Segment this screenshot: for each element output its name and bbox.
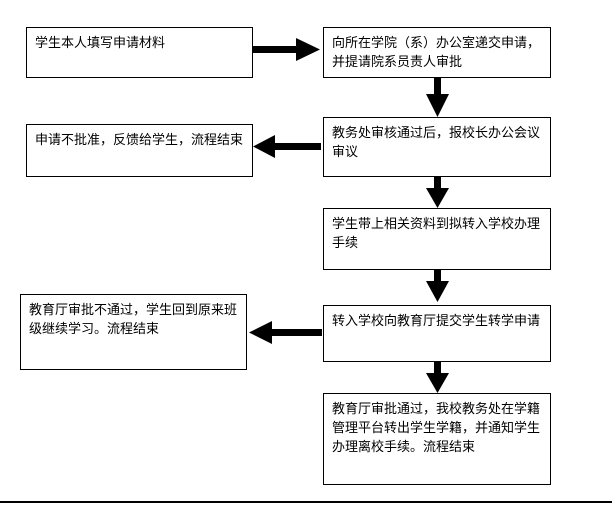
step-text: 转入学校向教育厅提交学生转学申请: [332, 314, 541, 329]
step-text: 教育厅审批不通过，学生回到原来班级继续学习。流程结束: [29, 303, 238, 337]
arrow-right-1: [253, 38, 320, 61]
step-academic-review: 教务处审核通过后，报校长办公会议审议: [323, 117, 551, 177]
step-text: 教务处审核通过后，报校长办公会议审议: [332, 126, 541, 160]
step-submit-dept: 向所在学院（系）办公室递交申请，并提请院系员责人审批: [323, 27, 551, 78]
step-edu-approved: 教育厅审批通过，我校教务处在学籍管理平台转出学生学籍，并通知学生办理离校手续。流…: [323, 393, 551, 485]
step-text: 向所在学院（系）办公室递交申请，并提请院系员责人审批: [332, 36, 541, 70]
step-rejected-feedback: 申请不批准，反馈给学生，流程结束: [26, 124, 253, 177]
step-transfer-school: 学生带上相关资料到拟转入学校办理手续: [323, 208, 551, 270]
step-student-fill: 学生本人填写申请材料: [26, 27, 253, 78]
step-text: 学生带上相关资料到拟转入学校办理手续: [332, 217, 541, 251]
arrow-down-4: [426, 362, 449, 393]
step-text: 学生本人填写申请材料: [35, 36, 166, 51]
arrow-down-1: [426, 78, 449, 117]
bottom-border-line: [0, 501, 612, 503]
step-edu-rejected: 教育厅审批不通过，学生回到原来班级继续学习。流程结束: [20, 294, 247, 370]
arrow-down-3: [426, 270, 449, 302]
arrow-down-2: [426, 177, 449, 208]
arrow-left-2: [249, 321, 322, 344]
step-text: 教育厅审批通过，我校教务处在学籍管理平台转出学生学籍，并通知学生办理离校手续。流…: [332, 402, 541, 455]
step-text: 申请不批准，反馈给学生，流程结束: [35, 133, 244, 148]
step-submit-edu-dept: 转入学校向教育厅提交学生转学申请: [323, 305, 551, 362]
arrow-left-1: [253, 135, 321, 158]
